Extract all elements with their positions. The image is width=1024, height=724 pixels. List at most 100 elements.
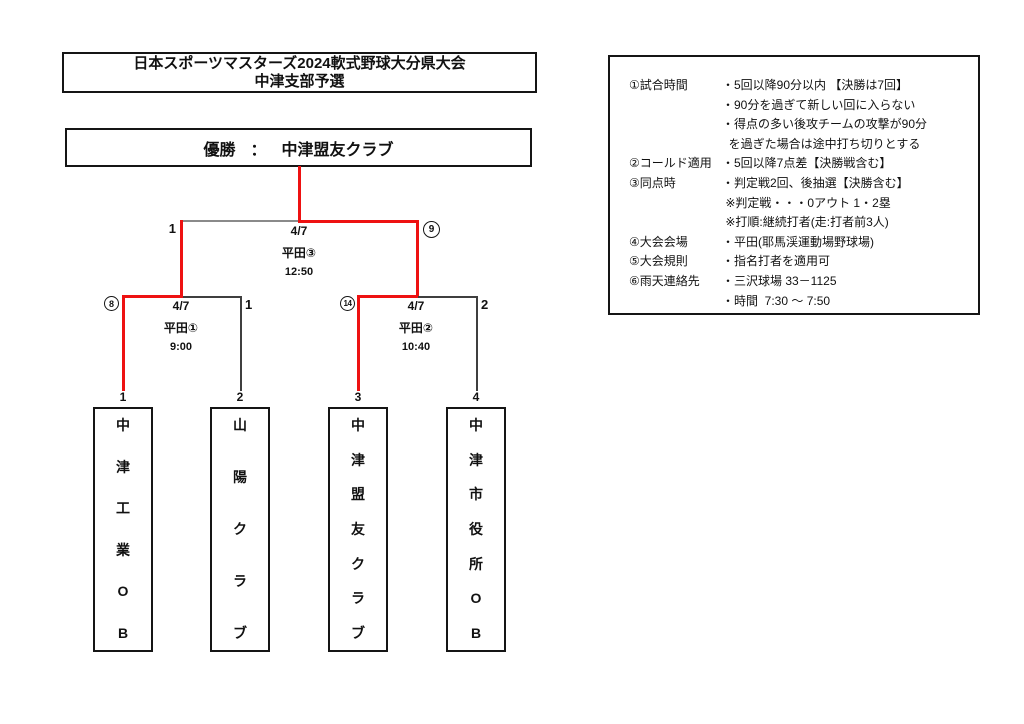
rule-row-2: ・90分を過ぎて新しい回に入らない (629, 96, 970, 116)
rule-label: ⑥雨天連絡先 (629, 273, 700, 288)
team-name-char: 津 (116, 458, 130, 475)
rule-text: ・時間 7:30 ～ 7:50 (722, 293, 831, 308)
champion-box: 優勝 ： 中津盟友クラブ (65, 128, 532, 167)
rule-label (629, 194, 722, 214)
team-name-char: 中 (351, 417, 365, 433)
team-name-char: O (117, 583, 129, 600)
team-name-char: ラ (233, 573, 247, 589)
team-name-char: ブ (351, 624, 365, 641)
team-seed-3: 3 (354, 390, 362, 404)
team-name-char: ク (351, 555, 365, 572)
rule-row-8: ※打順:継続打者(走:打者前3人) (629, 213, 970, 233)
rule-row-9: ④大会会場 ・平田(耶馬渓運動場野球場) (629, 233, 970, 253)
rule-text: ・5回以降90分以内 【決勝は7回】 (722, 78, 909, 92)
rule-row-6: ③同点時 ・判定戦2回、後抽選【決勝含む】 (629, 174, 970, 194)
title-line2: 中津支部予選 (254, 72, 345, 90)
semi2-right-score: 2 (481, 297, 489, 312)
team-name-char: 津 (351, 451, 365, 468)
title-box: 日本スポーツマスターズ2024軟式野球大分県大会 中津支部予選 (62, 52, 537, 93)
semi1-left-score-winner: 8 (104, 296, 119, 311)
team-name-char: 中 (116, 417, 130, 433)
team-name-char: 役 (469, 520, 483, 537)
final-match-info: 4/7 平田③ 12:50 (249, 224, 349, 278)
rule-label: ④大会会場 (629, 234, 688, 249)
rule-row-11: ⑥雨天連絡先 ・三沢球場 33－1125 (629, 272, 970, 292)
rule-label (629, 213, 722, 233)
rule-label (629, 115, 722, 135)
team-name-char: B (117, 624, 129, 641)
semi2-left-score-winner: 14 (340, 296, 355, 311)
semi2-time: 10:40 (401, 341, 431, 353)
rule-row-1: ①試合時間 ・5回以降90分以内 【決勝は7回】 (629, 76, 970, 96)
team-name-char: 業 (116, 541, 130, 558)
rule-label: ①試合時間 (629, 78, 688, 92)
rules-rows: ①試合時間 ・5回以降90分以内 【決勝は7回】・90分を過ぎて新しい回に入らない… (629, 76, 970, 311)
team-name-char: ク (233, 521, 247, 537)
final-date: 4/7 (290, 224, 308, 238)
final-left-feed-line (180, 220, 183, 298)
rule-label (629, 292, 722, 312)
final-horizontal-right-winner-line (298, 220, 419, 223)
semi1-venue: 平田① (163, 321, 199, 335)
team-seed-4: 4 (472, 390, 480, 404)
rule-label: ②コールド適用 (629, 156, 712, 171)
semi2-horizontal-left-winner-line (357, 295, 418, 298)
rule-row-4: を過ぎた場合は途中打ち切りとする (629, 135, 970, 155)
team-box-2: 山陽クラブ (210, 407, 270, 652)
champion-separator: ： (250, 141, 267, 159)
team-name-char: 陽 (233, 469, 247, 485)
semi2-horizontal-right-line (418, 296, 478, 298)
final-left-score: 1 (168, 221, 176, 236)
team-name-char: 津 (469, 451, 483, 468)
team-name-char: O (470, 590, 482, 607)
team-name-char: 市 (469, 486, 483, 503)
team-seed-2: 2 (236, 390, 244, 404)
rule-label: ⑤大会規則 (629, 254, 688, 269)
rule-text: ・三沢球場 33－1125 (722, 273, 837, 288)
semi1-horizontal-left-winner-line (122, 295, 183, 298)
rule-text: ・5回以降7点差【決勝戦含む】 (722, 156, 892, 171)
champion-label: 優勝 (203, 141, 236, 159)
semi2-team3-winner-line (357, 295, 360, 391)
semi1-match-info: 4/7 平田① 9:00 (131, 299, 231, 353)
semi2-team4-line (476, 296, 478, 391)
team-name-char: ブ (233, 625, 247, 641)
rule-text: ・90分を過ぎて新しい回に入らない (722, 97, 916, 112)
final-horizontal-left-line (181, 220, 299, 222)
team-name-char: ラ (351, 590, 365, 607)
team-name-char: 所 (469, 555, 483, 572)
champion-connector-line (298, 166, 301, 223)
semi1-team2-line (240, 296, 242, 391)
rule-row-12: ・時間 7:30 ～ 7:50 (629, 292, 970, 312)
rule-text: ※判定戦・・・0アウト 1・2塁 (722, 195, 891, 210)
team-name-char: B (470, 624, 482, 641)
rule-text: ・指名打者を適用可 (722, 254, 831, 269)
rule-label (629, 135, 722, 155)
team-name-char: 友 (351, 520, 365, 537)
final-venue: 平田③ (281, 246, 317, 260)
title-line1: 日本スポーツマスターズ2024軟式野球大分県大会 (133, 54, 466, 72)
final-right-feed-line (416, 220, 419, 298)
semi1-horizontal-right-line (183, 296, 242, 298)
team-seed-1: 1 (119, 390, 127, 404)
semi2-date: 4/7 (407, 299, 425, 313)
rule-label (629, 96, 722, 116)
semi1-date: 4/7 (172, 299, 190, 313)
rule-text: ・平田(耶馬渓運動場野球場) (722, 234, 874, 249)
rule-label: ③同点時 (629, 175, 676, 190)
rule-row-5: ②コールド適用・5回以降7点差【決勝戦含む】 (629, 154, 970, 174)
team-name-char: 山 (233, 417, 247, 433)
final-right-score-winner: 9 (423, 221, 440, 238)
team-name-char: 中 (469, 417, 483, 433)
rule-text: ・判定戦2回、後抽選【決勝含む】 (722, 175, 909, 190)
semi2-match-info: 4/7 平田② 10:40 (366, 299, 466, 353)
rule-text: を過ぎた場合は途中打ち切りとする (722, 136, 921, 151)
semi1-right-score: 1 (245, 297, 253, 312)
champion-name: 中津盟友クラブ (281, 141, 394, 159)
final-time: 12:50 (284, 266, 314, 278)
rule-row-7: ※判定戦・・・0アウト 1・2塁 (629, 194, 970, 214)
semi1-team1-winner-line (122, 295, 125, 391)
